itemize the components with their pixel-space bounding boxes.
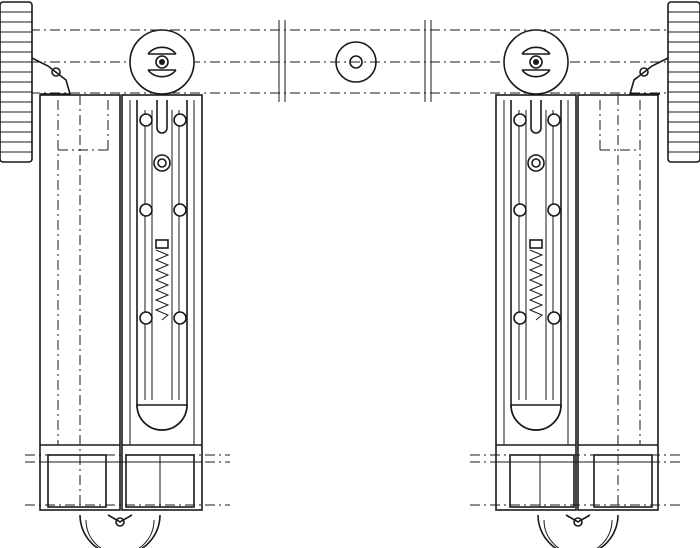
right-top-roller: [503, 29, 569, 95]
right-end-stop: [628, 1, 700, 163]
right-spring: [528, 239, 544, 321]
left-bottom-roller: [79, 514, 161, 548]
center-pin: [335, 41, 377, 83]
right-carriage: [470, 29, 680, 548]
left-carriage: [25, 29, 230, 548]
right-bottom-roller: [537, 514, 619, 548]
left-spring: [154, 239, 170, 321]
left-top-roller: [129, 29, 195, 95]
left-end-stop: [0, 1, 72, 163]
